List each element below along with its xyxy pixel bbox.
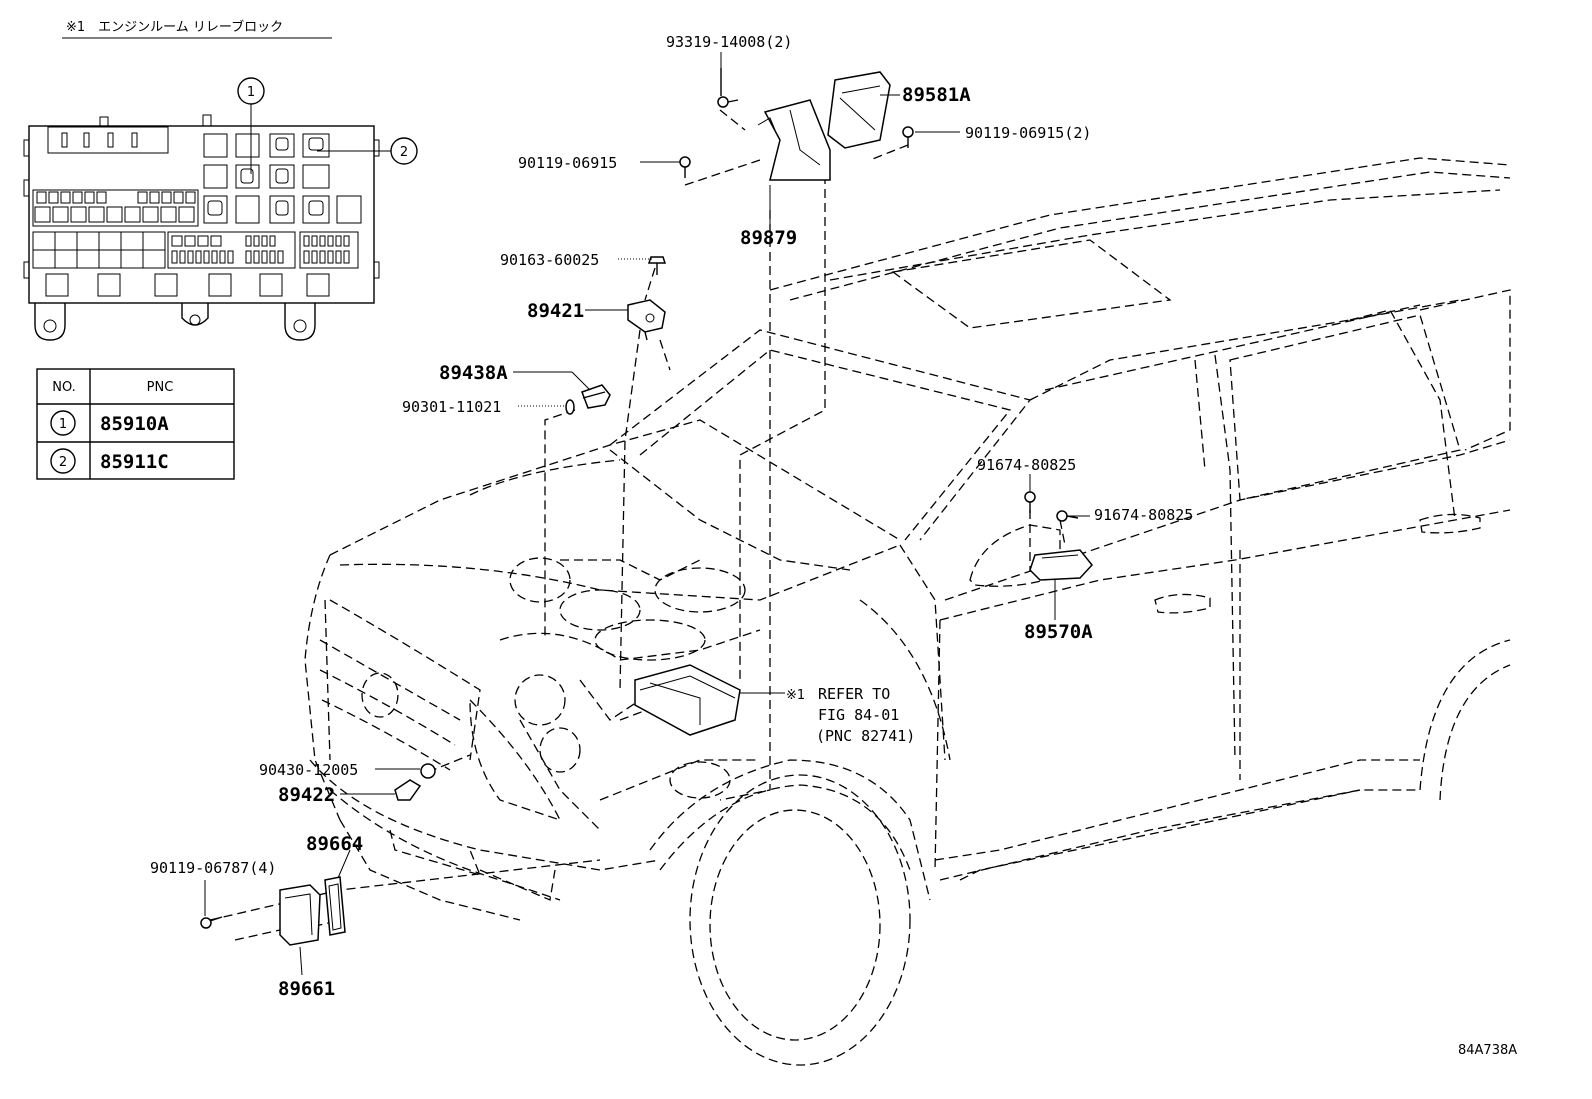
label-leader-lines — [204, 52, 1090, 976]
callout-1-number: 1 — [247, 85, 255, 100]
label-89664: 89664 — [306, 833, 363, 855]
relay-block-drawing — [23, 114, 380, 341]
label-89422: 89422 — [278, 784, 335, 806]
part-89570A-sensor — [1029, 549, 1093, 581]
pnc-table-row1-no: 1 — [59, 417, 67, 432]
pnc-table-header-no: NO. — [52, 380, 76, 395]
label-90430-12005: 90430-12005 — [259, 761, 358, 779]
label-90163-60025: 90163-60025 — [500, 251, 599, 269]
part-89581A-module — [827, 71, 891, 149]
vehicle-outline — [304, 157, 1511, 1066]
bolt-90119-06787 — [200, 916, 223, 929]
label-89438A: 89438A — [439, 362, 508, 384]
bolt-91674-a — [1024, 491, 1036, 513]
part-89438A-sensor — [581, 384, 611, 409]
label-91674-80825-a: 91674-80825 — [977, 456, 1076, 474]
pnc-table: NO. PNC 1 85910A 2 85911C — [36, 368, 235, 480]
refer-mark: ※1 — [786, 688, 805, 703]
label-90119-06915: 90119-06915 — [518, 154, 617, 172]
label-90119-06915-2: 90119-06915(2) — [965, 124, 1091, 142]
label-89570A: 89570A — [1024, 621, 1093, 643]
label-91674-80825-b: 91674-80825 — [1094, 506, 1193, 524]
part-89664-frame — [324, 876, 346, 936]
relay-block-inset: ※1 エンジンルーム リレーブロック — [23, 19, 418, 341]
pnc-table-header-pnc: PNC — [147, 380, 174, 395]
bolt-90119-06915-2 — [902, 126, 914, 148]
engine-bay — [499, 557, 761, 831]
refer-line-1: REFER TO — [818, 685, 890, 703]
relay-block-title: ※1 エンジンルーム リレーブロック — [66, 19, 283, 35]
label-90301-11021: 90301-11021 — [402, 398, 501, 416]
pnc-table-row2-no: 2 — [59, 455, 67, 470]
engine-room-relay-block — [634, 664, 741, 736]
pnc-table-row2-pnc: 85911C — [100, 451, 169, 473]
label-93319-14008: 93319-14008(2) — [666, 33, 792, 51]
refer-line-3: (PNC 82741) — [816, 727, 915, 745]
callout-1: 1 — [237, 77, 265, 174]
figure-id: 84A738A — [1458, 1043, 1517, 1058]
pnc-table-row1-pnc: 85910A — [100, 413, 169, 435]
gasket-90430 — [420, 763, 436, 779]
label-89661: 89661 — [278, 978, 335, 1000]
bolt-93319 — [717, 68, 739, 108]
label-89879: 89879 — [740, 227, 797, 249]
part-89422-sensor — [394, 779, 422, 801]
label-89421: 89421 — [527, 300, 584, 322]
label-89581A: 89581A — [902, 84, 971, 106]
bolt-90163-60025 — [647, 256, 667, 275]
bolt-90119-06915 — [679, 156, 691, 178]
callout-2: 2 — [317, 137, 418, 165]
gasket-90301 — [565, 399, 575, 415]
callout-2-number: 2 — [400, 145, 408, 160]
part-89661-sensor — [279, 884, 321, 946]
part-labels: 93319-14008(2) 89581A 90119-06915(2) 901… — [150, 33, 1517, 1058]
part-89421-sensor — [627, 299, 666, 341]
part-89879-bracket — [757, 99, 831, 181]
refer-line-2: FIG 84-01 — [818, 706, 899, 724]
label-90119-06787: 90119-06787(4) — [150, 859, 276, 877]
